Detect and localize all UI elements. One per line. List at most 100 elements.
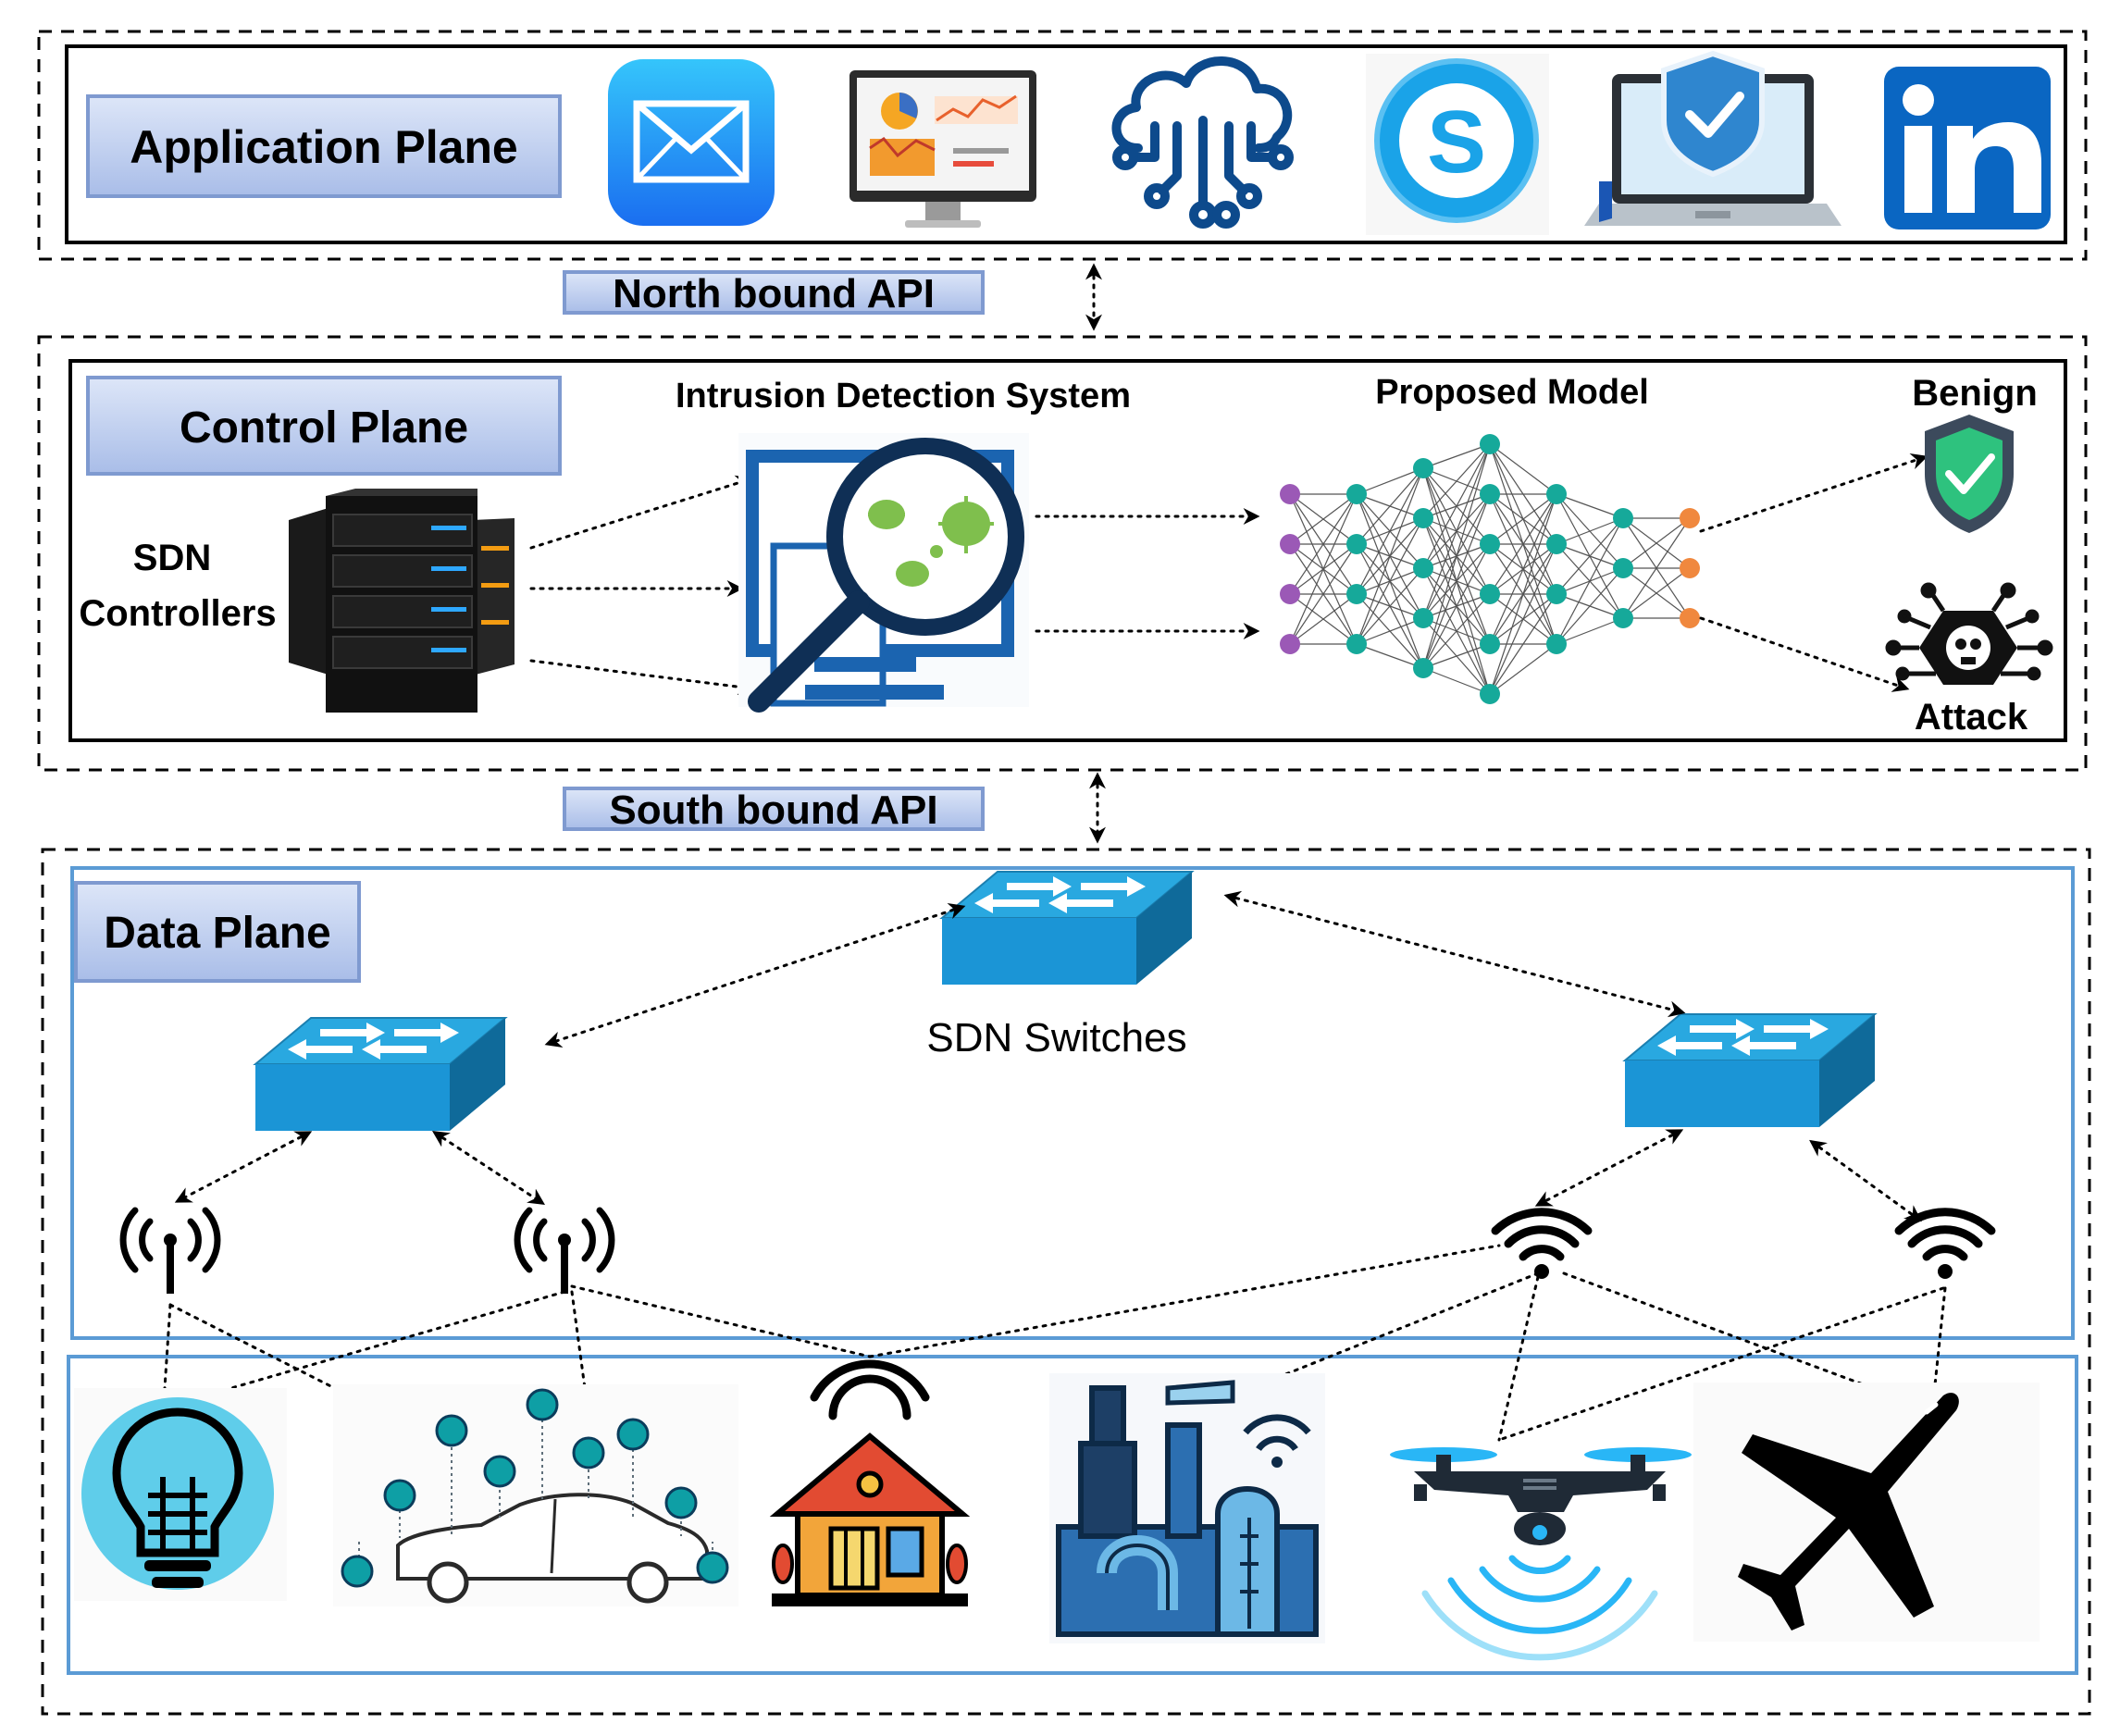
device-layer-box [67, 1355, 2078, 1675]
application-plane-outer [37, 30, 2088, 261]
application-plane-label: Application Plane [86, 94, 562, 198]
nn-edge [1422, 667, 1491, 695]
application-plane-box [65, 44, 2067, 244]
nn-output-node [1680, 608, 1700, 628]
linkedin-icon [1884, 67, 2051, 229]
nn-edge [1422, 443, 1491, 619]
nn-edge [1556, 517, 1624, 645]
arrow-model-benign [1699, 453, 1928, 533]
nn-edge [1556, 517, 1624, 595]
nn-hidden-node [1613, 608, 1633, 628]
nn-edge [1489, 493, 1557, 645]
wifi-icon-1 [1495, 1212, 1588, 1279]
arrow-model-attack [1699, 616, 1910, 692]
wifi-icon-2 [1899, 1212, 1991, 1279]
nn-edge [1489, 493, 1557, 695]
dashboard-monitor-icon [849, 70, 1036, 228]
nn-edge [1489, 443, 1557, 495]
nn-edge [1489, 493, 1557, 545]
drone-icon [1390, 1447, 1692, 1661]
switch-icon-left [254, 1017, 506, 1132]
nn-edge [1289, 593, 1358, 645]
nn-hidden-node [1546, 634, 1567, 654]
link-top-left-switch [544, 902, 966, 1048]
north-bound-api-text: North bound API [613, 271, 935, 316]
nn-edge [1622, 517, 1691, 569]
cloud-network-icon [1111, 56, 1294, 229]
nn-hidden-node [1480, 584, 1500, 604]
nn-hidden-node [1480, 484, 1500, 504]
nn-input-node [1280, 634, 1300, 654]
airplane-icon [1693, 1383, 2040, 1642]
nn-hidden-node [1413, 458, 1433, 478]
nn-edge [1356, 617, 1424, 645]
smart-factory-icon [1049, 1373, 1325, 1643]
nn-edge [1356, 467, 1424, 645]
smart-home-icon [769, 1359, 971, 1606]
nn-edge [1556, 517, 1624, 545]
sdn-controllers-label-line1: SDN [133, 538, 211, 578]
nn-edge [1489, 493, 1557, 595]
nn-hidden-node [1480, 434, 1500, 454]
nn-edge [1356, 567, 1424, 645]
nn-edge [1422, 493, 1491, 669]
nn-edge [1356, 467, 1424, 545]
nn-hidden-node [1480, 534, 1500, 554]
south-bound-api-label: South bound API [563, 787, 985, 833]
nn-input-node [1280, 484, 1300, 504]
nn-edge [1422, 443, 1491, 519]
nn-edge [1422, 443, 1491, 569]
nn-edge [1556, 567, 1624, 645]
data-plane-label: Data Plane [74, 881, 361, 983]
nn-edge [1622, 517, 1691, 619]
nn-hidden-node [1413, 558, 1433, 578]
nn-edge [1356, 517, 1424, 645]
nn-hidden-node [1480, 634, 1500, 654]
nn-hidden-node [1346, 534, 1367, 554]
nn-edge [1289, 493, 1358, 645]
antenna-icon-2 [517, 1210, 612, 1294]
nn-edge [1289, 543, 1358, 645]
control-plane-label: Control Plane [86, 376, 562, 476]
nn-edge [1422, 443, 1491, 669]
attack-virus-icon [1885, 582, 2053, 685]
link-right-switch-ap3 [1534, 1129, 1684, 1207]
antenna-icon-1 [123, 1210, 217, 1294]
skype-icon: S [1366, 54, 1549, 235]
nn-edge [1556, 493, 1624, 519]
data-plane-outer [41, 848, 2091, 1716]
benign-shield-icon [1925, 415, 2014, 533]
nn-edge [1556, 617, 1624, 645]
smart-bulb-icon [74, 1388, 287, 1601]
nn-edge [1356, 643, 1424, 669]
connected-car-icon [333, 1384, 738, 1606]
nn-hidden-node [1613, 558, 1633, 578]
attack-label: Attack [1915, 697, 2028, 738]
nn-edge [1489, 543, 1557, 695]
nn-hidden-node [1613, 508, 1633, 528]
nn-hidden-node [1546, 484, 1567, 504]
ids-magnifier-icon [738, 433, 1029, 713]
nn-hidden-node [1346, 584, 1367, 604]
nn-output-node [1680, 558, 1700, 578]
ids-title: Intrusion Detection System [676, 377, 1131, 415]
arrow-controller-ids-1 [529, 475, 753, 550]
switch-icon-top [941, 871, 1193, 986]
switch-icon-right [1624, 1013, 1876, 1128]
sdn-switches-label: SDN Switches [926, 1015, 1186, 1060]
nn-hidden-node [1480, 684, 1500, 704]
nn-edge [1356, 467, 1424, 495]
skype-letter: S [1427, 93, 1486, 192]
control-plane-outer [37, 335, 2088, 772]
nn-hidden-node [1346, 484, 1367, 504]
application-plane-title: Application Plane [130, 121, 518, 173]
control-plane-title: Control Plane [180, 403, 468, 453]
nn-hidden-node [1413, 658, 1433, 678]
nn-edge [1422, 643, 1491, 669]
arrow-controller-ids-3 [529, 659, 755, 696]
nn-edge [1356, 467, 1424, 595]
mail-icon [608, 59, 775, 226]
sdn-controllers-label-line2: Controllers [79, 593, 276, 634]
nn-input-node [1280, 584, 1300, 604]
proposed-model-title: Proposed Model [1375, 373, 1649, 412]
